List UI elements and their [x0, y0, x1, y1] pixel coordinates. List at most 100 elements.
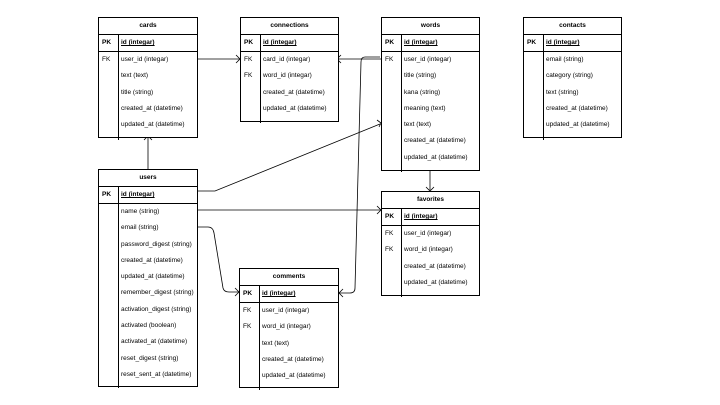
pk-label: PK: [524, 35, 544, 51]
field: updated_at (datetime): [121, 273, 185, 281]
field: password_digest (string): [121, 240, 192, 248]
field: email (string): [546, 56, 584, 63]
field: reset_digest (string): [121, 354, 179, 362]
entity-contacts: contacts PK id (integar) email (string) …: [523, 17, 622, 140]
entity-title: contacts: [524, 18, 621, 35]
fk-label: [102, 85, 118, 101]
field: title (string): [404, 72, 437, 80]
pk-label: PK: [99, 35, 119, 51]
fk-label: [102, 334, 118, 350]
fk-label: [243, 368, 259, 384]
fk-label: FK: [385, 246, 394, 254]
field: user_id (integar): [121, 56, 169, 63]
fk-label: [102, 68, 118, 84]
fk-label: [102, 220, 118, 236]
entity-title: comments: [240, 269, 338, 286]
rel-words-comments: [339, 56, 380, 294]
fk-label: [385, 85, 401, 101]
entity-title: users: [99, 170, 197, 187]
field: word_id (integar): [404, 246, 453, 254]
rel-users-comments: [198, 226, 239, 293]
field: created_at (datetime): [404, 262, 466, 270]
field: email (string): [121, 224, 159, 232]
pk-field: id (integar): [121, 39, 155, 46]
fk-label: FK: [243, 323, 252, 331]
pk-field: id (integar): [404, 39, 438, 46]
entity-title: words: [382, 18, 479, 35]
field: word_id (integar): [263, 72, 312, 80]
fk-label: [102, 117, 118, 133]
field: updated_at (datetime): [262, 372, 326, 380]
entity-cards: cards PK id (integar) FK user_id (intega…: [98, 17, 198, 140]
field: reset_sent_at (datetime): [121, 370, 192, 378]
field: meaning (text): [404, 104, 446, 112]
fk-label: [385, 68, 401, 84]
field: created_at (datetime): [262, 355, 324, 363]
field: user_id (integar): [262, 307, 310, 314]
field: user_id (integar): [404, 230, 452, 237]
fk-label: [102, 351, 118, 367]
pk-label: PK: [241, 35, 261, 51]
fk-label: [102, 269, 118, 285]
fk-label: [527, 117, 543, 133]
entity-title: connections: [241, 18, 338, 35]
fk-label: [527, 52, 543, 68]
entity-favorites: favorites PK id (integar) FK FK user_id …: [381, 191, 480, 297]
fk-label: [385, 101, 401, 117]
fk-label: [243, 352, 259, 368]
fk-label: [244, 85, 260, 101]
pk-label: PK: [240, 286, 260, 302]
pk-label: PK: [382, 35, 402, 51]
pk-field: id (integar): [404, 213, 438, 220]
field: created_at (datetime): [546, 104, 608, 112]
rel-users-words: [198, 123, 381, 192]
fk-label: FK: [244, 72, 253, 80]
pk-label: PK: [99, 187, 119, 203]
fk-label: FK: [243, 307, 252, 314]
fk-label: [385, 117, 401, 133]
field: remember_digest (string): [121, 289, 194, 297]
field: name (string): [121, 208, 160, 215]
fk-label: FK: [244, 56, 253, 63]
field: card_id (integar): [263, 56, 311, 63]
fk-label: [102, 253, 118, 269]
field: updated_at (datetime): [263, 104, 327, 112]
fk-label: [102, 318, 118, 334]
fk-label: [527, 85, 543, 101]
entity-comments: comments PK id (integar) FK FK user_id (…: [239, 268, 339, 390]
field: word_id (integar): [262, 323, 311, 331]
pk-field: id (integar): [121, 191, 155, 198]
field: updated_at (datetime): [121, 121, 185, 129]
field: text (text): [404, 121, 432, 129]
field: created_at (datetime): [121, 104, 183, 112]
fk-label: FK: [102, 56, 111, 63]
field: updated_at (datetime): [546, 121, 610, 129]
fk-label: [385, 275, 401, 291]
field: activation_digest (string): [121, 305, 192, 313]
field: kana (string): [404, 88, 441, 96]
fk-label: [385, 133, 401, 149]
fk-label: [102, 237, 118, 253]
fk-label: [243, 336, 259, 352]
fk-label: [102, 302, 118, 318]
field: activated (boolean): [121, 322, 177, 330]
field: created_at (datetime): [404, 137, 466, 145]
field: title (string): [121, 88, 154, 96]
field: category (string): [546, 72, 593, 80]
fk-label: [385, 150, 401, 166]
fk-label: FK: [385, 230, 394, 237]
field: updated_at (datetime): [404, 278, 468, 286]
fk-label: [102, 367, 118, 383]
fk-label: [527, 68, 543, 84]
field: created_at (datetime): [263, 88, 325, 96]
field: user_id (integar): [404, 56, 452, 63]
entity-title: favorites: [382, 192, 479, 209]
fk-label: [102, 285, 118, 301]
pk-field: id (integar): [546, 39, 580, 46]
fk-label: [385, 259, 401, 275]
field: activated_at (datetime): [121, 338, 188, 346]
field: created_at (datetime): [121, 256, 183, 264]
pk-field: id (integar): [262, 290, 296, 297]
